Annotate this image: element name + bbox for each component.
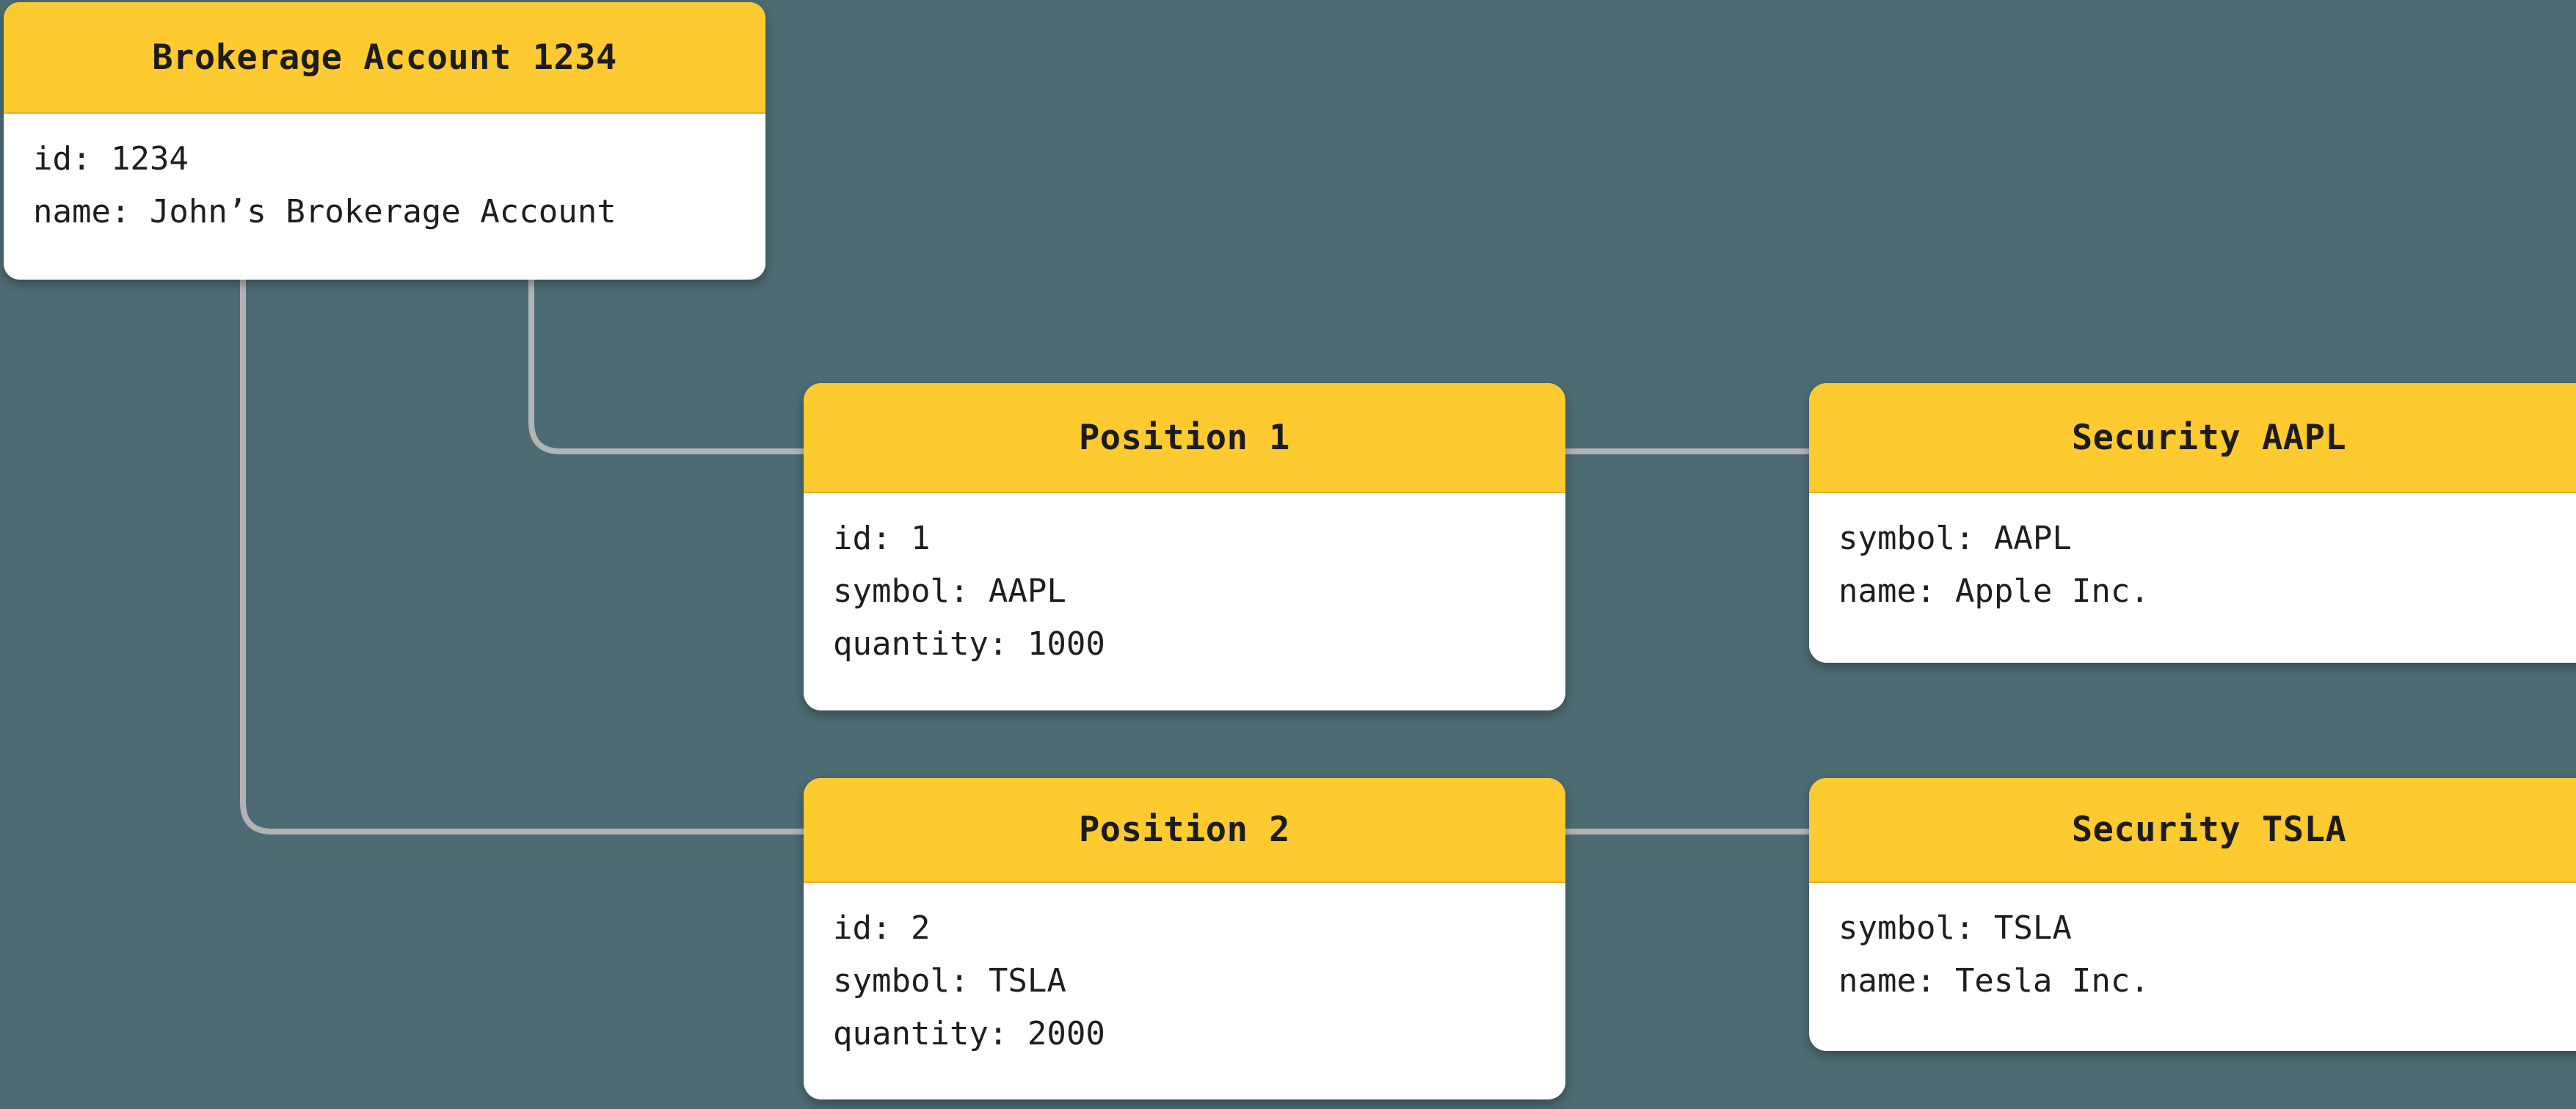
- field-id: id: 1234: [33, 140, 189, 178]
- field-symbol: symbol: AAPL: [1838, 520, 2072, 557]
- node-security-tsla[interactable]: Security TSLA symbol: TSLA name: Tesla I…: [1809, 778, 2576, 1051]
- field-symbol: symbol: TSLA: [1838, 909, 2072, 947]
- node-body-security-aapl: symbol: AAPL name: Apple Inc.: [1809, 493, 2576, 663]
- field-quantity: quantity: 2000: [833, 1014, 1105, 1052]
- node-position-2[interactable]: Position 2 id: 2 symbol: TSLA quantity: …: [804, 778, 1565, 1099]
- node-body-position-2: id: 2 symbol: TSLA quantity: 2000: [804, 883, 1565, 1099]
- field-symbol: symbol: TSLA: [833, 961, 1066, 1000]
- node-title-position-1: Position 1: [804, 383, 1565, 493]
- node-title-security-aapl: Security AAPL: [1809, 383, 2576, 493]
- field-name: name: Apple Inc.: [1838, 572, 2150, 610]
- field-name: name: Tesla Inc.: [1838, 961, 2150, 1000]
- edge-account-to-position-2: [240, 274, 807, 835]
- field-quantity: quantity: 1000: [833, 625, 1105, 663]
- field-id: id: 2: [833, 909, 931, 947]
- field-name: name: John’s Brokerage Account: [33, 192, 616, 230]
- node-title-position-2: Position 2: [804, 778, 1565, 883]
- node-title-security-tsla: Security TSLA: [1809, 778, 2576, 883]
- field-symbol: symbol: AAPL: [833, 572, 1066, 610]
- node-security-aapl[interactable]: Security AAPL symbol: AAPL name: Apple I…: [1809, 383, 2576, 663]
- edge-account-to-position-1: [528, 274, 807, 454]
- node-position-1[interactable]: Position 1 id: 1 symbol: AAPL quantity: …: [804, 383, 1565, 710]
- field-id: id: 1: [833, 520, 931, 557]
- node-body-position-1: id: 1 symbol: AAPL quantity: 1000: [804, 493, 1565, 710]
- node-body-brokerage-account: id: 1234 name: John’s Brokerage Account: [4, 114, 765, 280]
- node-title-brokerage-account: Brokerage Account 1234: [4, 2, 765, 114]
- node-body-security-tsla: symbol: TSLA name: Tesla Inc.: [1809, 883, 2576, 1051]
- node-brokerage-account[interactable]: Brokerage Account 1234 id: 1234 name: Jo…: [4, 2, 765, 280]
